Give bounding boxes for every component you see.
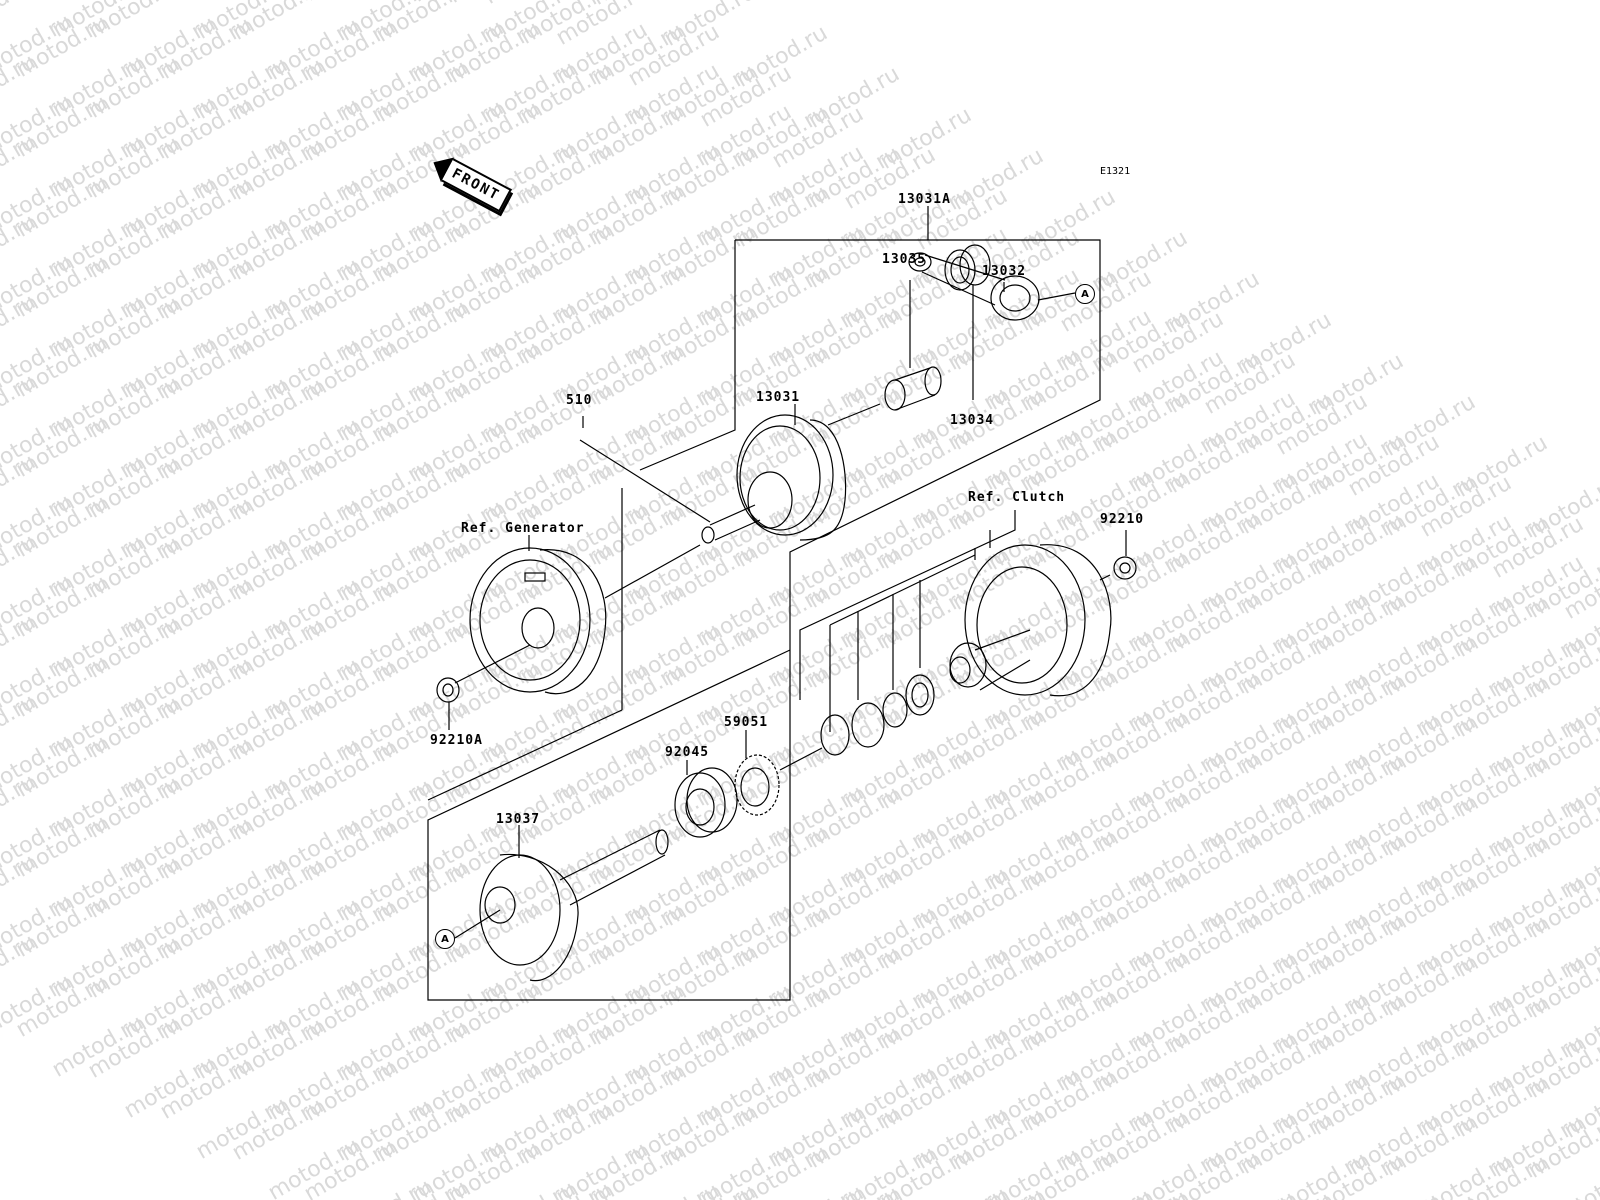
- part-label-13035[interactable]: 13035: [882, 252, 927, 267]
- part-label-59051[interactable]: 59051: [724, 715, 769, 730]
- crank-pin-drawing: [884, 366, 942, 411]
- diagram-code: E1321: [1100, 166, 1131, 177]
- callout-a-bottom: A: [435, 929, 455, 949]
- needle-bearing-drawing: [944, 244, 991, 291]
- generator-rotor-drawing: [469, 547, 607, 695]
- ball-bearing-drawing: [674, 767, 738, 838]
- connecting-rod-drawing: [908, 252, 1076, 321]
- generator-nut-drawing: [436, 677, 460, 703]
- part-label-92210[interactable]: 92210: [1100, 512, 1145, 527]
- clutch-assembly-drawing: [949, 544, 1112, 697]
- part-label-13034[interactable]: 13034: [950, 413, 995, 428]
- crankshaft-left-drawing: [701, 414, 847, 544]
- callout-a-top: A: [1075, 284, 1095, 304]
- primary-gear-drawing: [734, 754, 780, 816]
- part-label-13031[interactable]: 13031: [756, 390, 801, 405]
- part-label-13031A[interactable]: 13031A: [898, 192, 951, 207]
- part-label-13032[interactable]: 13032: [982, 264, 1027, 279]
- part-label-92210A[interactable]: 92210A: [430, 733, 483, 748]
- part-label-92045[interactable]: 92045: [665, 745, 710, 760]
- crankshaft-right-drawing: [479, 829, 669, 982]
- part-label-13037[interactable]: 13037: [496, 812, 541, 827]
- ref-generator-label[interactable]: Ref. Generator: [461, 521, 585, 536]
- part-label-510[interactable]: 510: [566, 393, 593, 408]
- ref-clutch-label[interactable]: Ref. Clutch: [968, 490, 1066, 505]
